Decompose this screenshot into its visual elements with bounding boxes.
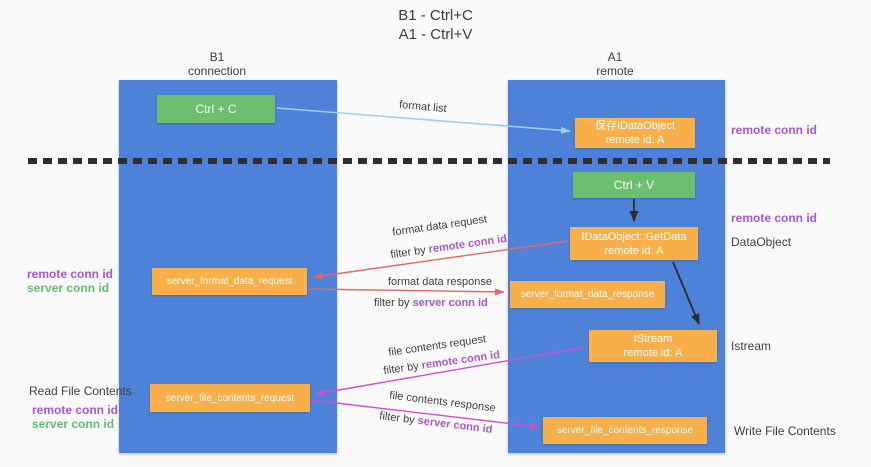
- node-idataobject-getdata: IDataObject::GetData remote id: A: [570, 227, 698, 260]
- annotation-remote-conn-id-mid-right: remote conn id: [731, 211, 818, 225]
- lane-left-subtitle: connection: [187, 64, 247, 78]
- node-server-format-data-response: server_format_data_response: [510, 281, 665, 308]
- node-getdata-line1: IDataObject::GetData: [581, 230, 687, 243]
- annotation-remote-conn-id-left: remote conn id: [27, 267, 114, 281]
- node-server-format-data-request: server_format_data_request: [152, 268, 307, 295]
- node-ctrl-v: Ctrl + V: [573, 172, 695, 198]
- node-save-idataobject-line2: remote id: A: [605, 134, 665, 146]
- filter-by-text: filter by: [389, 244, 427, 262]
- filter-by-text: filter by: [382, 360, 420, 378]
- remote-conn-id-text: remote conn id: [427, 232, 508, 256]
- lane-header-left: B1 connection: [117, 50, 317, 78]
- node-save-idataobject: 保存IDataObject remote id: A: [575, 118, 695, 148]
- node-server-file-contents-response: server_file_contents_response: [543, 417, 707, 444]
- lane-header-right: A1 remote: [515, 50, 715, 78]
- server-conn-id-text: server conn id: [412, 297, 488, 309]
- clipboard-boundary-dashed-line: [28, 158, 830, 164]
- annotation-dataobject: DataObject: [731, 235, 792, 249]
- node-save-idataobject-line1: 保存IDataObject: [594, 120, 676, 132]
- label-format-data-response: format data response: [388, 276, 492, 288]
- lane-left-title: B1: [209, 50, 225, 64]
- title-line-2: A1 - Ctrl+V: [398, 26, 473, 43]
- annotation-server-conn-id-bottom-left: server conn id: [32, 417, 115, 431]
- title-line-1: B1 - Ctrl+C: [398, 7, 473, 24]
- label-format-data-request: format data request: [391, 213, 488, 239]
- annotation-remote-conn-id-bottom-left: remote conn id: [32, 403, 119, 417]
- annotation-istream: Istream: [731, 339, 772, 353]
- filter-by-text: filter by: [374, 297, 410, 309]
- annotation-write-file-contents: Write File Contents: [734, 424, 836, 438]
- node-server-file-contents-request: server_file_contents_request: [150, 384, 310, 412]
- annotation-read-file-contents: Read File Contents: [29, 384, 132, 398]
- node-istream-line2: remote id: A: [623, 347, 683, 359]
- lane-right-title: A1: [607, 50, 623, 64]
- annotation-remote-conn-id-top-right: remote conn id: [731, 123, 818, 137]
- server-conn-id-text: server conn id: [416, 414, 494, 436]
- annotation-server-conn-id-left: server conn id: [27, 281, 110, 295]
- label-filter-by-server-2: filter by server conn id: [379, 410, 493, 436]
- filter-by-text: filter by: [378, 410, 416, 427]
- diagram-title: B1 - Ctrl+C A1 - Ctrl+V: [0, 6, 871, 44]
- node-ctrl-c: Ctrl + C: [157, 95, 275, 123]
- node-istream: IStream remote id: A: [589, 330, 717, 362]
- label-format-list: format list: [398, 98, 448, 116]
- label-file-contents-response: file contents response: [388, 389, 497, 415]
- node-istream-line1: IStream: [633, 333, 673, 345]
- arrow-format-data-response: [308, 288, 505, 296]
- label-filter-by-server-1: filter by server conn id: [374, 297, 488, 309]
- label-filter-by-remote-1: filter by remote conn id: [390, 233, 508, 261]
- node-getdata-line2: remote id: A: [604, 244, 664, 257]
- lane-right-subtitle: remote: [596, 64, 634, 78]
